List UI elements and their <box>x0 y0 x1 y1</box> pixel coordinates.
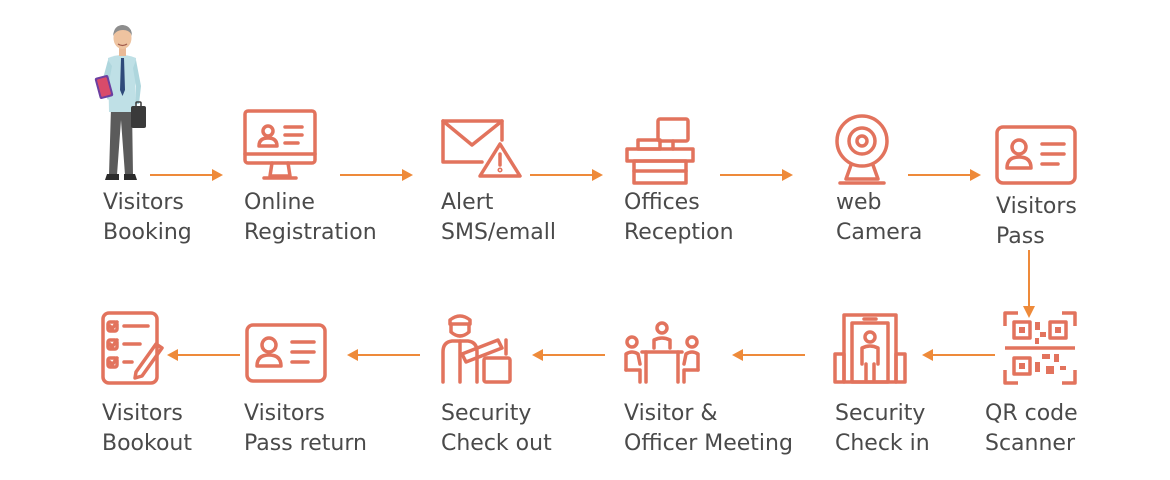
step-label: Visitor & Officer Meeting <box>624 399 793 459</box>
step-label: Security Check out <box>441 399 552 459</box>
checklist-icon <box>101 311 164 385</box>
step-label-line2: Bookout <box>102 431 192 456</box>
flow-arrow-left <box>922 349 995 361</box>
step-label-line2: Pass <box>996 224 1045 249</box>
step-label-line1: QR code <box>985 401 1078 426</box>
businessman-figure <box>94 25 146 180</box>
step-label-line1: Alert <box>441 190 494 215</box>
step-label-line2: Camera <box>836 220 923 245</box>
flow-arrow-left <box>167 349 240 361</box>
step-label: Offices Reception <box>624 188 734 248</box>
step-label: Online Registration <box>244 188 377 248</box>
flow-arrow-right <box>340 169 413 181</box>
step-label-line2: Registration <box>244 220 377 245</box>
step-label-line2: SMS/emall <box>441 220 556 245</box>
security-guard-icon <box>441 314 512 384</box>
step-label: Alert SMS/emall <box>441 188 556 248</box>
flow-arrow-right <box>908 169 981 181</box>
step-label-line2: Booking <box>103 220 192 245</box>
flow-arrow-right <box>720 169 793 181</box>
id-card-icon <box>995 125 1077 185</box>
step-label-line1: Visitors <box>996 194 1077 219</box>
step-label-line1: Offices <box>624 190 700 215</box>
step-label: Security Check in <box>835 399 930 459</box>
flow-arrow-left <box>347 349 420 361</box>
step-label-line2: Pass return <box>244 431 367 456</box>
step-label-line1: Visitors <box>244 401 325 426</box>
step-label-line1: Security <box>835 401 926 426</box>
meeting-table-icon <box>624 321 700 384</box>
step-label-line1: Visitor & <box>624 401 718 426</box>
step-label-line1: Security <box>441 401 532 426</box>
step-label: Visitors Pass <box>996 192 1077 252</box>
reception-desk-icon <box>625 117 695 185</box>
step-label-line1: Online <box>244 190 315 215</box>
step-label: Visitors Bookout <box>102 399 192 459</box>
flow-arrow-down <box>1023 250 1035 318</box>
webcam-icon <box>835 114 889 185</box>
step-label-line1: web <box>836 190 882 215</box>
envelope-warning-icon <box>441 119 522 178</box>
step-label: web Camera <box>836 188 922 248</box>
step-label-line1: Visitors <box>103 190 184 215</box>
flow-arrow-right <box>530 169 603 181</box>
flow-arrow-right <box>150 169 223 181</box>
step-label-line2: Check out <box>441 431 552 456</box>
step-label: QR code Scanner <box>985 399 1078 459</box>
id-card-icon <box>245 323 327 383</box>
security-gate-icon <box>833 313 907 384</box>
flow-arrow-left <box>532 349 605 361</box>
step-label: Visitors Pass return <box>244 399 367 459</box>
step-label-line2: Officer Meeting <box>624 431 793 456</box>
step-label: Visitors Booking <box>103 188 192 248</box>
step-label-line2: Check in <box>835 431 930 456</box>
step-label-line2: Reception <box>624 220 734 245</box>
flow-arrow-left <box>732 349 805 361</box>
step-label-line2: Scanner <box>985 431 1076 456</box>
monitor-id-card-icon <box>243 109 317 180</box>
qr-code-icon <box>1003 311 1077 385</box>
step-label-line1: Visitors <box>102 401 183 426</box>
